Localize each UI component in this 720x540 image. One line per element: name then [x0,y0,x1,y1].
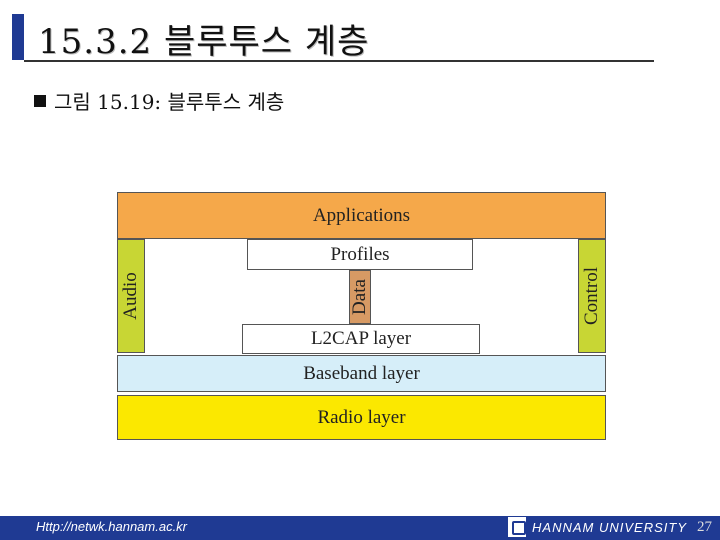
title-underline [24,60,654,62]
figure-caption: 그림 15.19: 블루투스 계층 [54,90,285,114]
radio-label: Radio layer [317,406,406,428]
profiles-label: Profiles [330,243,390,265]
slide-title: 15.3.2 블루투스 계층 [38,22,370,62]
footer-right: HANNAM UNIVERSITY 27 [508,517,712,537]
control-block: Control [578,239,606,353]
data-label: Data [349,279,370,315]
baseband-label: Baseband layer [303,362,420,384]
square-bullet-icon [34,94,46,107]
applications-label: Applications [312,204,411,226]
university-logo-icon [508,517,527,537]
footer-bar: Http://netwk.hannam.ac.kr HANNAM UNIVERS… [0,516,720,540]
profiles-layer: Profiles [247,239,473,270]
audio-block: Audio [117,239,145,353]
control-label: Control [581,266,602,326]
caption-row: 그림 15.19: 블루투스 계층 [34,86,284,115]
l2cap-layer: L2CAP layer [242,324,480,354]
baseband-layer: Baseband layer [117,355,606,392]
data-block: Data [349,270,371,324]
audio-label: Audio [120,272,141,320]
footer-url: Http://netwk.hannam.ac.kr [36,519,188,534]
radio-layer: Radio layer [117,395,606,440]
page-number: 27 [697,518,712,535]
applications-layer: Applications [117,192,606,239]
title-accent-bar [12,14,24,60]
university-name: HANNAM UNIVERSITY [532,519,687,535]
bluetooth-layer-diagram: Applications Audio Control Profiles Data… [115,192,607,440]
l2cap-label: L2CAP layer [310,328,412,349]
